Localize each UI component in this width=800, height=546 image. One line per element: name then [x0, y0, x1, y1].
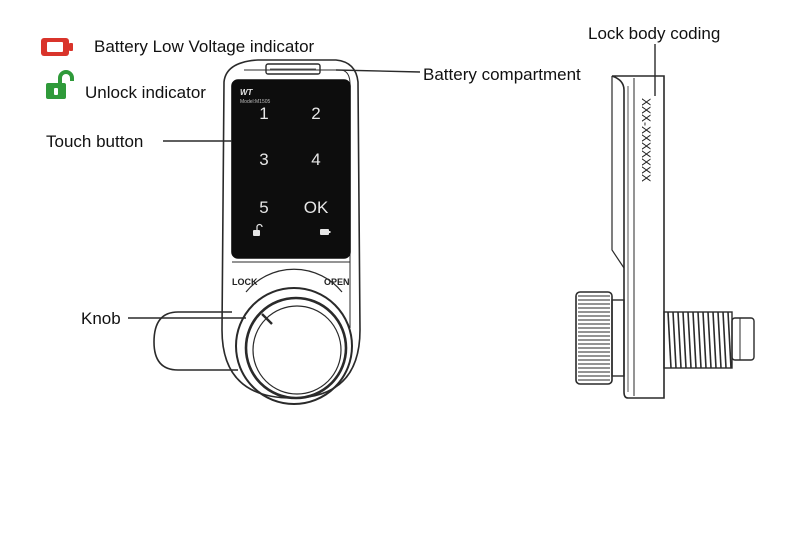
thread-line: [697, 311, 702, 369]
panel-unlock-icon: [253, 223, 263, 236]
thread-line: [722, 311, 727, 369]
leader-lines: [128, 44, 656, 319]
knob-inner: [252, 305, 342, 395]
side-knob: [575, 291, 613, 385]
keypad-text: WT Model:M1505 1 2 3 4 5 OK: [240, 88, 329, 217]
thread-line: [672, 311, 677, 369]
side-view: [575, 75, 755, 399]
brand-logo: WT: [240, 88, 254, 97]
thread-line: [727, 311, 732, 369]
key-2[interactable]: 2: [311, 104, 320, 123]
model-text: Model:M1505: [240, 99, 271, 105]
end-cap: [731, 317, 755, 361]
coding-text: XXX-XXXXXXX: [639, 98, 653, 182]
thread-line: [712, 311, 717, 369]
lock-label: LOCK: [232, 277, 258, 287]
key-1[interactable]: 1: [259, 104, 268, 123]
thread-line: [687, 311, 692, 369]
thread-line: [707, 311, 712, 369]
battery-low-label: Battery Low Voltage indicator: [94, 37, 315, 56]
front-view: [153, 59, 361, 405]
touch-button-label: Touch button: [46, 132, 144, 151]
knob-indicator: [261, 313, 273, 325]
battery-compartment-label: Battery compartment: [423, 65, 581, 84]
key-4[interactable]: 4: [311, 150, 320, 169]
open-label: OPEN: [324, 277, 350, 287]
lock-body-coding-label: Lock body coding: [588, 24, 721, 43]
thread-line: [667, 311, 672, 369]
battery-compartment: [265, 63, 321, 75]
thread-line: [682, 311, 687, 369]
knob-knurling: [578, 295, 610, 381]
keypad-panel: [231, 79, 351, 259]
unlock-icon: [46, 70, 74, 99]
battery-low-icon: [41, 38, 73, 56]
key-ok[interactable]: OK: [304, 198, 329, 217]
side-body: [611, 75, 665, 399]
leader-battery-compartment: [335, 69, 421, 73]
knob-label: Knob: [81, 309, 121, 328]
key-5[interactable]: 5: [259, 198, 268, 217]
latch-arm: [153, 311, 238, 371]
thread-line: [677, 311, 682, 369]
scale-arc: [245, 268, 343, 293]
panel-battery-icon: [320, 229, 331, 235]
key-3[interactable]: 3: [259, 150, 268, 169]
shaft-threads: [667, 311, 732, 369]
knob-ring: [244, 296, 348, 400]
knob-outer: [235, 287, 353, 405]
unlock-label: Unlock indicator: [85, 83, 206, 102]
thread-line: [692, 311, 697, 369]
thread-line: [702, 311, 707, 369]
thread-line: [717, 311, 722, 369]
